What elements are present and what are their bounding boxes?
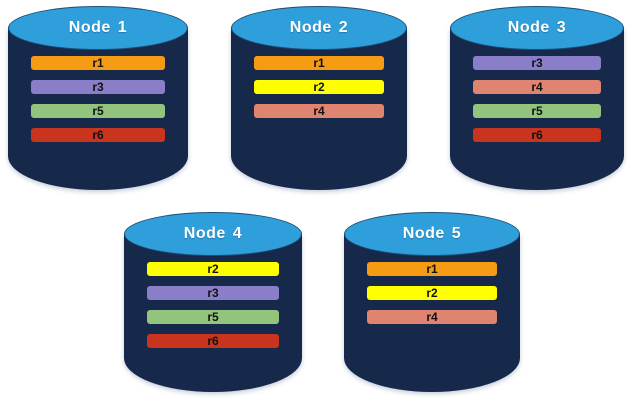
replica-label: r6 bbox=[92, 128, 104, 142]
replica-label: r3 bbox=[207, 286, 219, 300]
replica-list: r1 r2 r4 bbox=[231, 56, 407, 118]
node-title: Node 3 bbox=[508, 19, 566, 37]
cylinder-top-icon: Node 2 bbox=[231, 6, 407, 50]
cylinder-top-icon: Node 5 bbox=[344, 212, 520, 256]
node-title: Node 1 bbox=[69, 19, 127, 37]
replica-label: r6 bbox=[531, 128, 543, 142]
database-node-2[interactable]: Node 2 r1 r2 r4 bbox=[231, 6, 407, 190]
replica-label: r4 bbox=[313, 104, 325, 118]
node-title-number: 3 bbox=[556, 19, 567, 36]
node-title-number: 4 bbox=[232, 225, 243, 242]
replica-bar-r2[interactable]: r2 bbox=[366, 286, 498, 300]
replica-bar-r4[interactable]: r4 bbox=[472, 80, 602, 94]
replica-label: r3 bbox=[92, 80, 104, 94]
replica-bar-r4[interactable]: r4 bbox=[253, 104, 385, 118]
replica-label: r1 bbox=[426, 262, 438, 276]
database-node-5[interactable]: Node 5 r1 r2 r4 bbox=[344, 212, 520, 392]
replica-bar-r5[interactable]: r5 bbox=[472, 104, 602, 118]
replica-list: r1 r2 r4 bbox=[344, 262, 520, 324]
replica-bar-r5[interactable]: r5 bbox=[31, 104, 165, 118]
replica-bar-r3[interactable]: r3 bbox=[147, 286, 279, 300]
node-title: Node 4 bbox=[184, 225, 242, 243]
database-node-3[interactable]: Node 3 r3 r4 r5 r6 bbox=[450, 6, 624, 190]
database-node-4[interactable]: Node 4 r2 r3 r5 r6 bbox=[124, 212, 302, 392]
replica-label: r4 bbox=[426, 310, 438, 324]
replica-label: r5 bbox=[531, 104, 543, 118]
replica-label: r2 bbox=[207, 262, 219, 276]
replica-label: r6 bbox=[207, 334, 219, 348]
replica-label: r1 bbox=[313, 56, 325, 70]
cylinder-top-icon: Node 1 bbox=[8, 6, 188, 50]
node-title-number: 2 bbox=[338, 19, 349, 36]
replica-label: r3 bbox=[531, 56, 543, 70]
replica-bar-r3[interactable]: r3 bbox=[31, 80, 165, 94]
replica-bar-r3[interactable]: r3 bbox=[472, 56, 602, 70]
replica-label: r2 bbox=[313, 80, 325, 94]
node-title-number: 1 bbox=[117, 19, 128, 36]
replica-bar-r6[interactable]: r6 bbox=[31, 128, 165, 142]
replica-bar-r1[interactable]: r1 bbox=[253, 56, 385, 70]
replica-bar-r2[interactable]: r2 bbox=[253, 80, 385, 94]
replica-list: r1 r3 r5 r6 bbox=[8, 56, 188, 142]
replica-bar-r2[interactable]: r2 bbox=[147, 262, 279, 276]
replica-list: r2 r3 r5 r6 bbox=[124, 262, 302, 348]
cylinder-top-icon: Node 4 bbox=[124, 212, 302, 256]
replica-bar-r1[interactable]: r1 bbox=[31, 56, 165, 70]
replica-bar-r5[interactable]: r5 bbox=[147, 310, 279, 324]
replica-bar-r6[interactable]: r6 bbox=[472, 128, 602, 142]
node-title-prefix: Node bbox=[68, 19, 111, 36]
node-title: Node 2 bbox=[290, 19, 348, 37]
node-title-prefix: Node bbox=[183, 225, 226, 242]
node-title: Node 5 bbox=[403, 225, 461, 243]
replica-bar-r6[interactable]: r6 bbox=[147, 334, 279, 348]
replica-list: r3 r4 r5 r6 bbox=[450, 56, 624, 142]
replica-bar-r1[interactable]: r1 bbox=[366, 262, 498, 276]
node-title-prefix: Node bbox=[289, 19, 332, 36]
node-title-prefix: Node bbox=[507, 19, 550, 36]
node-title-prefix: Node bbox=[402, 225, 445, 242]
replica-label: r5 bbox=[92, 104, 104, 118]
node-title-number: 5 bbox=[451, 225, 462, 242]
replica-bar-r4[interactable]: r4 bbox=[366, 310, 498, 324]
replica-label: r5 bbox=[207, 310, 219, 324]
replica-label: r4 bbox=[531, 80, 543, 94]
replica-label: r2 bbox=[426, 286, 438, 300]
cylinder-top-icon: Node 3 bbox=[450, 6, 624, 50]
database-node-1[interactable]: Node 1 r1 r3 r5 r6 bbox=[8, 6, 188, 190]
replica-label: r1 bbox=[92, 56, 104, 70]
